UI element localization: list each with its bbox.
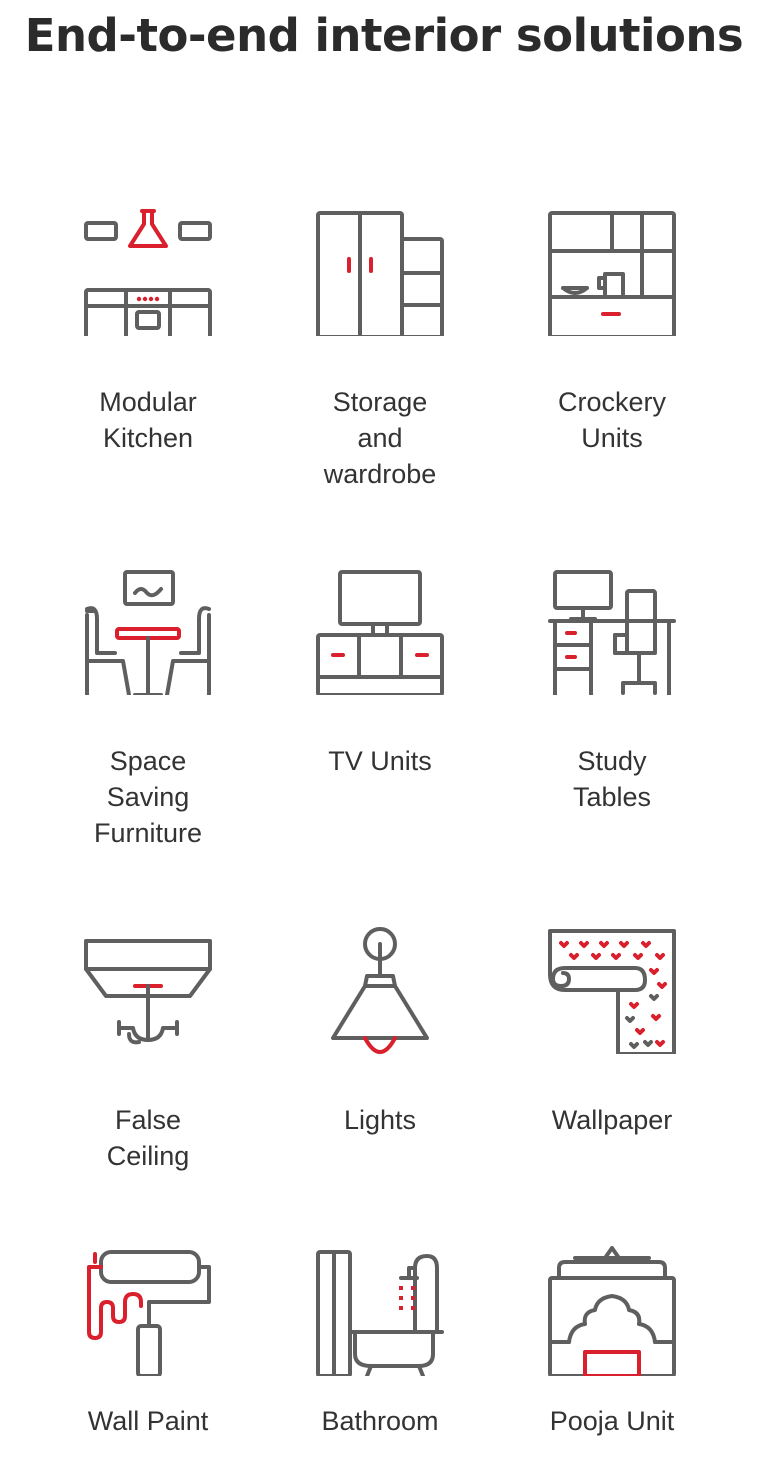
pendant-lamp-icon [315,924,445,1054]
crockery-unit-icon [547,206,677,336]
dining-set-icon [83,565,213,695]
solution-label: Space Saving Furniture [93,746,203,848]
solution-label: Modular Kitchen [99,387,197,453]
solution-label: Lights [343,1105,417,1135]
solution-label: Wall Paint [87,1406,209,1436]
solution-label: TV Units [328,746,432,776]
temple-icon [547,1246,677,1376]
solution-label: Bathroom [321,1406,439,1436]
page-title: End-to-end interior solutions [24,9,744,62]
false-ceiling-icon [83,924,213,1054]
shower-bathroom-icon [315,1246,445,1376]
paint-roller-icon [83,1246,213,1376]
solution-label: Study Tables [572,746,652,812]
solution-label: Storage and wardrobe [323,387,437,489]
solution-label: Crockery Units [557,387,666,453]
solution-label: Pooja Unit [549,1406,675,1436]
wardrobe-icon [315,206,445,336]
wallpaper-roll-icon [547,924,677,1054]
solution-label: False Ceiling [106,1105,190,1171]
study-table-icon [547,565,677,695]
tv-unit-icon [315,565,445,695]
modular-kitchen-icon [83,206,213,336]
solution-label: Wallpaper [551,1105,673,1135]
